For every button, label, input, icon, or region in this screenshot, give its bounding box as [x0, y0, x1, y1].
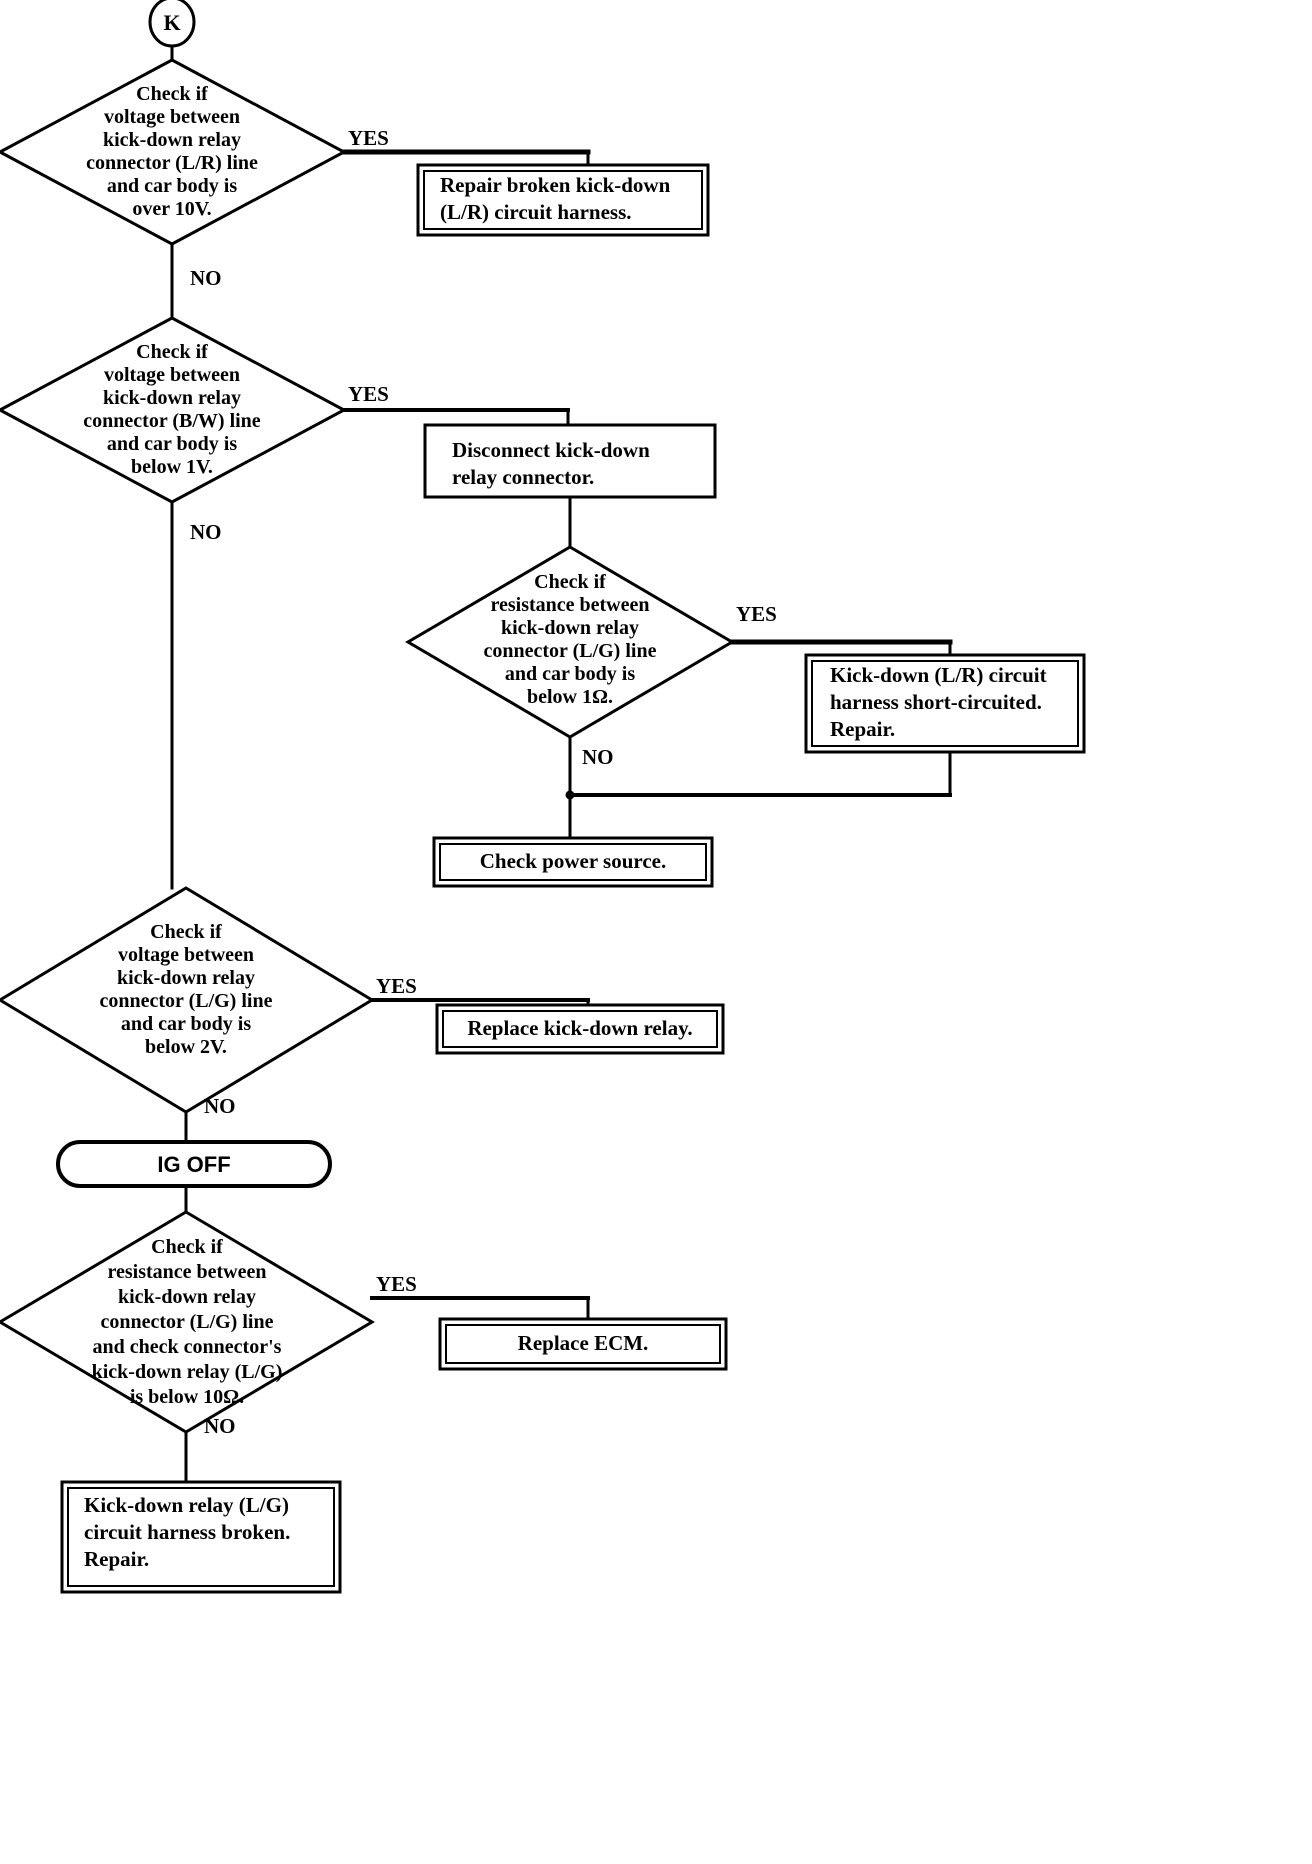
- action-text-2: Disconnect kick-down relay connector.: [452, 438, 650, 489]
- action-shape-5-outer: [435, 1003, 725, 1055]
- terminal-shape-ig-off: [56, 1140, 332, 1188]
- branch-label-no-5: NO: [204, 1414, 236, 1438]
- junction-dot: [565, 790, 575, 800]
- terminal-text: IG OFF: [157, 1152, 231, 1177]
- branch-label-yes-5: YES: [376, 1272, 417, 1296]
- action-text-6: Replace ECM.: [517, 1331, 649, 1355]
- branch-label-no-2: NO: [190, 520, 222, 544]
- action-shape-5-inner: [442, 1010, 718, 1048]
- action-shape-7-outer: [60, 1480, 342, 1594]
- action-shape-1-outer: [416, 163, 710, 237]
- decision-text-3: Check if resistance between kick-down re…: [483, 571, 657, 708]
- action-text-1: Repair broken kick-down (L/R) circuit ha…: [440, 173, 671, 224]
- branch-label-yes-1: YES: [348, 126, 389, 150]
- action-shape-2: [423, 423, 717, 499]
- decision-text-5: Check if resistance between kick-down re…: [91, 1235, 283, 1408]
- branch-label-no-3: NO: [582, 745, 614, 769]
- action-text-5: Replace kick-down relay.: [467, 1016, 693, 1040]
- action-shape-6-outer: [438, 1317, 728, 1371]
- action-shape-6-inner: [445, 1324, 721, 1364]
- action-shape-4-inner: [439, 843, 707, 881]
- action-text-7: Kick-down relay (L/G) circuit harness br…: [84, 1493, 291, 1571]
- decision-text-2: Check if voltage between kick-down relay…: [83, 341, 261, 478]
- branch-label-yes-3: YES: [736, 602, 777, 626]
- action-shape-3-outer: [804, 653, 1086, 754]
- action-shape-4-outer: [432, 836, 714, 888]
- branch-label-no-4: NO: [204, 1094, 236, 1118]
- action-shape-1-inner: [423, 170, 703, 230]
- branch-label-no-1: NO: [190, 266, 222, 290]
- branch-label-yes-2: YES: [348, 382, 389, 406]
- connector-label-k: K: [163, 10, 181, 35]
- action-text-4: Check power source.: [479, 849, 667, 873]
- action-shape-7-inner: [67, 1487, 335, 1587]
- action-shape-3-inner: [811, 660, 1079, 747]
- decision-text-4: Check if voltage between kick-down relay…: [99, 921, 273, 1058]
- branch-label-yes-4: YES: [376, 974, 417, 998]
- terminal-label-ig-off: IG OFF: [58, 1152, 330, 1178]
- decision-text-1: Check if voltage between kick-down relay…: [86, 83, 258, 220]
- action-text-3: Kick-down (L/R) circuit harness short-ci…: [830, 663, 1047, 741]
